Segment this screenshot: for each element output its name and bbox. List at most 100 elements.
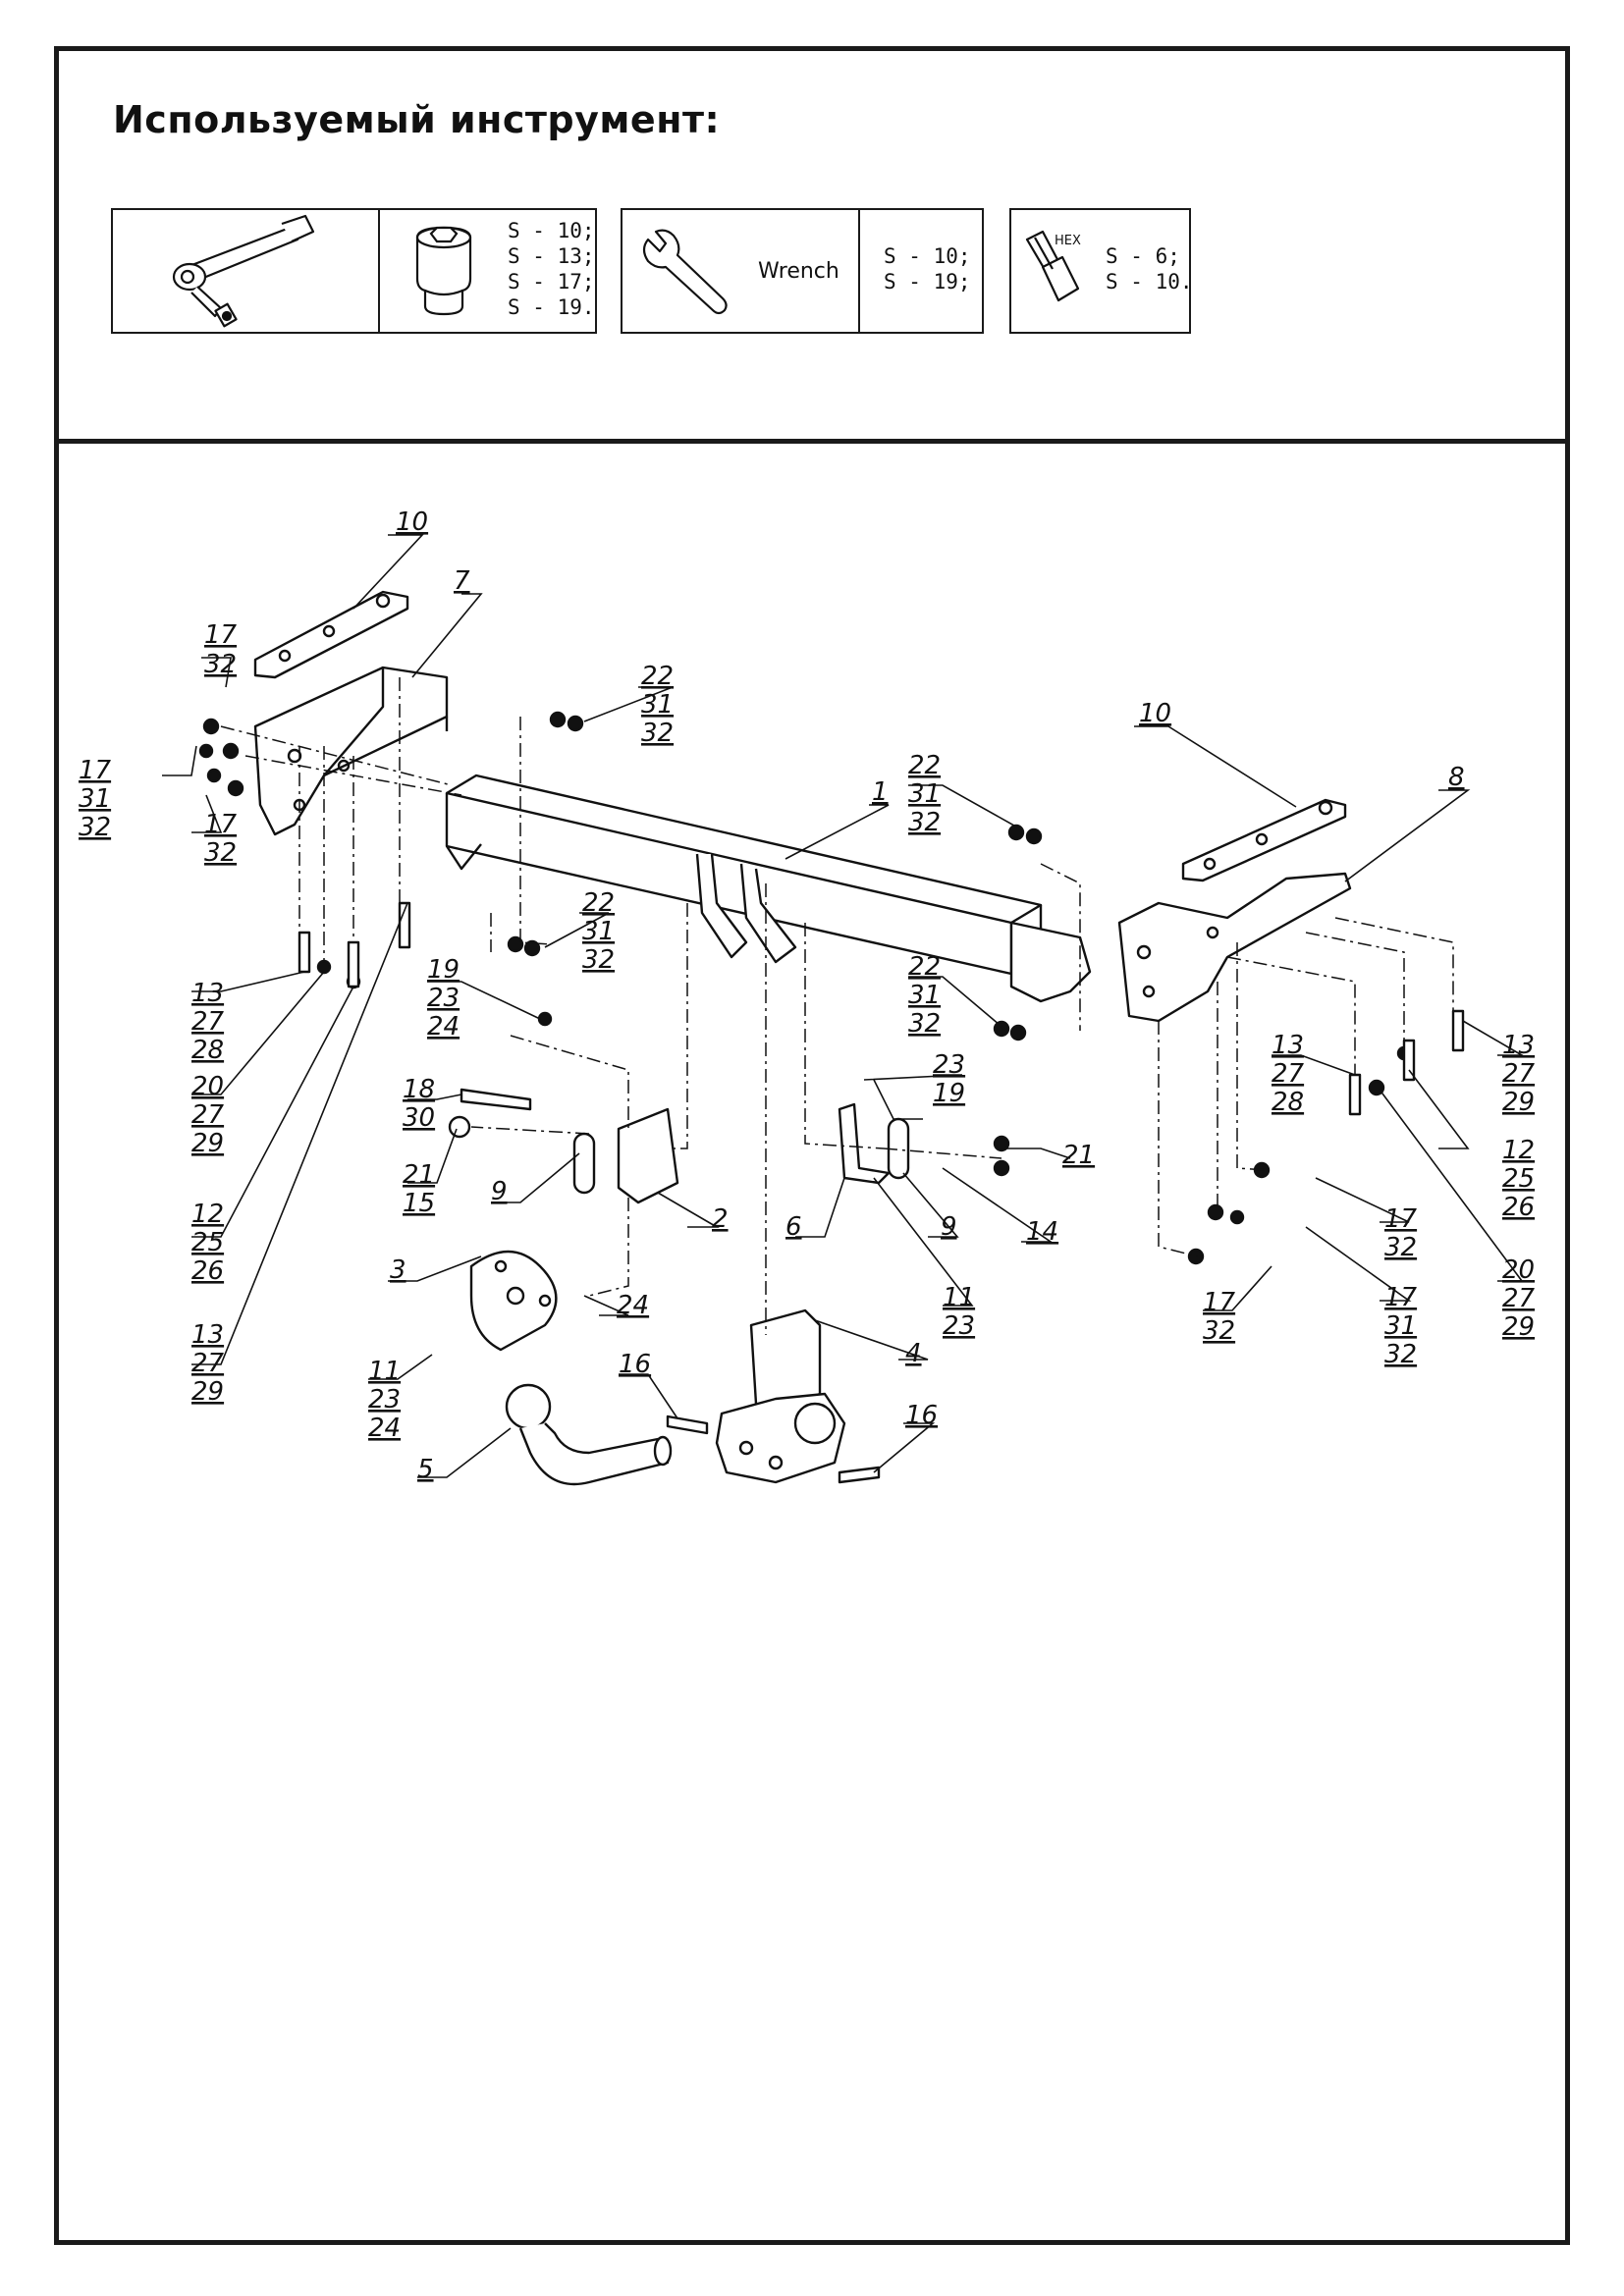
callout-c-28a: 28 — [191, 1036, 224, 1065]
callout-c-32f: 32 — [582, 945, 615, 975]
callout-c-17c: 17 — [204, 810, 238, 839]
callout-c-28b: 28 — [1272, 1088, 1304, 1117]
callout-c-29c: 29 — [1502, 1088, 1535, 1117]
tool-box-wrench: Wrench S - 10; S - 19; — [621, 208, 984, 334]
callout-c-17d: 17 — [1384, 1204, 1418, 1234]
callout-c-23d: 23 — [368, 1385, 401, 1415]
callout-c-5: 5 — [417, 1455, 434, 1484]
callout-c-31d: 31 — [582, 917, 615, 946]
callout-c-32i: 32 — [1384, 1340, 1417, 1369]
callout-c-10a: 10 — [396, 507, 428, 537]
callout-c-16b: 16 — [905, 1401, 938, 1430]
wrench-size-cell: S - 10; S - 19; — [858, 210, 986, 332]
callout-c-13b: 13 — [191, 1320, 224, 1350]
callout-c-23c: 23 — [943, 1311, 975, 1341]
callout-c-26a: 26 — [191, 1256, 224, 1286]
callout-c-18: 18 — [403, 1075, 435, 1104]
page-title: Используемый инструмент: — [113, 98, 721, 141]
callout-c-21b: 21 — [1062, 1141, 1095, 1170]
tow-ball-part-5 — [505, 1383, 673, 1486]
callout-c-31b: 31 — [79, 784, 111, 814]
callout-c-32d: 32 — [641, 719, 674, 748]
callout-c-32g: 32 — [908, 1009, 941, 1039]
callout-c-13c: 13 — [1272, 1031, 1304, 1060]
callout-c-12a: 12 — [191, 1200, 224, 1229]
socket-cell: S - 10; S - 13; S - 17; S - 19. — [378, 210, 599, 332]
callout-c-14: 14 — [1026, 1217, 1058, 1247]
bracket-part-6 — [838, 1102, 891, 1185]
wrench-label: Wrench — [758, 259, 839, 284]
callout-c-32c: 32 — [204, 838, 237, 868]
callout-c-20a: 20 — [191, 1072, 224, 1101]
ratchet-wrench-icon — [172, 214, 315, 328]
callout-c-32b: 32 — [79, 813, 111, 842]
callout-c-27b: 27 — [191, 1100, 225, 1130]
left-plate-part-10 — [253, 590, 409, 679]
ball-mount-part-4 — [715, 1308, 846, 1484]
callout-c-13d: 13 — [1502, 1031, 1535, 1060]
callout-c-24a: 24 — [427, 1012, 460, 1041]
callout-c-29b: 29 — [191, 1377, 224, 1407]
callout-c-12b: 12 — [1502, 1136, 1535, 1165]
hex-sizes: S - 6; S - 10. — [1106, 244, 1193, 294]
callout-c-21a: 21 — [403, 1160, 435, 1190]
callout-c-23a: 23 — [427, 984, 460, 1013]
callout-c-27c: 27 — [191, 1349, 225, 1378]
socket-plate-part-3 — [469, 1250, 558, 1352]
callout-c-1: 1 — [872, 777, 889, 807]
callout-c-31e: 31 — [908, 981, 941, 1010]
callout-c-24b: 24 — [617, 1291, 649, 1320]
callout-c-19a: 19 — [427, 955, 460, 985]
callout-c-22d: 22 — [908, 952, 941, 982]
callout-c-22a: 22 — [641, 662, 674, 691]
link-plate-part-9a — [572, 1132, 596, 1195]
callout-c-17e: 17 — [1384, 1283, 1418, 1312]
callout-c-27a: 27 — [191, 1007, 225, 1037]
callout-c-32j: 32 — [1203, 1316, 1235, 1346]
callout-c-27f: 27 — [1502, 1284, 1536, 1313]
callout-c-9b: 9 — [941, 1212, 957, 1242]
callout-c-22c: 22 — [582, 888, 615, 918]
callout-c-31a: 31 — [641, 690, 674, 720]
page-frame — [54, 46, 1570, 2245]
callout-c-22b: 22 — [908, 751, 941, 780]
right-plate-part-10 — [1181, 798, 1347, 882]
callout-c-23b: 23 — [933, 1050, 965, 1080]
callout-c-2: 2 — [712, 1204, 729, 1234]
callout-c-3: 3 — [390, 1255, 406, 1285]
callout-c-19b: 19 — [933, 1079, 965, 1108]
callout-c-27e: 27 — [1502, 1059, 1536, 1089]
callout-c-32e: 32 — [908, 808, 941, 837]
callout-c-17b: 17 — [79, 756, 112, 785]
socket-sizes: S - 10; S - 13; S - 17; S - 19. — [508, 219, 595, 319]
callout-c-9a: 9 — [491, 1177, 508, 1206]
tool-box-ratchet: S - 10; S - 13; S - 17; S - 19. — [111, 208, 597, 334]
ratchet-cell — [113, 210, 378, 332]
callout-c-16a: 16 — [619, 1350, 651, 1379]
callout-c-30: 30 — [403, 1103, 435, 1133]
open-end-wrench-icon — [642, 229, 728, 315]
callout-c-8: 8 — [1448, 763, 1465, 792]
callout-c-32a: 32 — [204, 650, 237, 679]
wrench-sizes: S - 10; S - 19; — [884, 244, 971, 294]
callout-c-31c: 31 — [908, 779, 941, 809]
fasteners-left — [198, 711, 1412, 1265]
callout-c-32h: 32 — [1384, 1233, 1417, 1262]
callout-c-29a: 29 — [191, 1129, 224, 1158]
socket-head-icon — [415, 226, 472, 316]
callout-c-15: 15 — [403, 1189, 435, 1218]
bracket-part-2 — [617, 1107, 679, 1204]
callout-c-29d: 29 — [1502, 1312, 1535, 1342]
section-divider — [54, 439, 1570, 444]
right-bracket-part-8 — [1117, 872, 1352, 1023]
left-bracket-part-7 — [253, 666, 449, 836]
hex-key-icon — [1025, 230, 1080, 302]
callout-c-4: 4 — [905, 1339, 922, 1368]
callout-c-6: 6 — [785, 1212, 802, 1242]
wrench-cell: Wrench — [623, 210, 858, 332]
callout-c-26b: 26 — [1502, 1193, 1535, 1222]
hex-label: HEX — [1055, 234, 1081, 248]
callout-c-7: 7 — [454, 566, 470, 596]
callout-c-20b: 20 — [1502, 1255, 1535, 1285]
